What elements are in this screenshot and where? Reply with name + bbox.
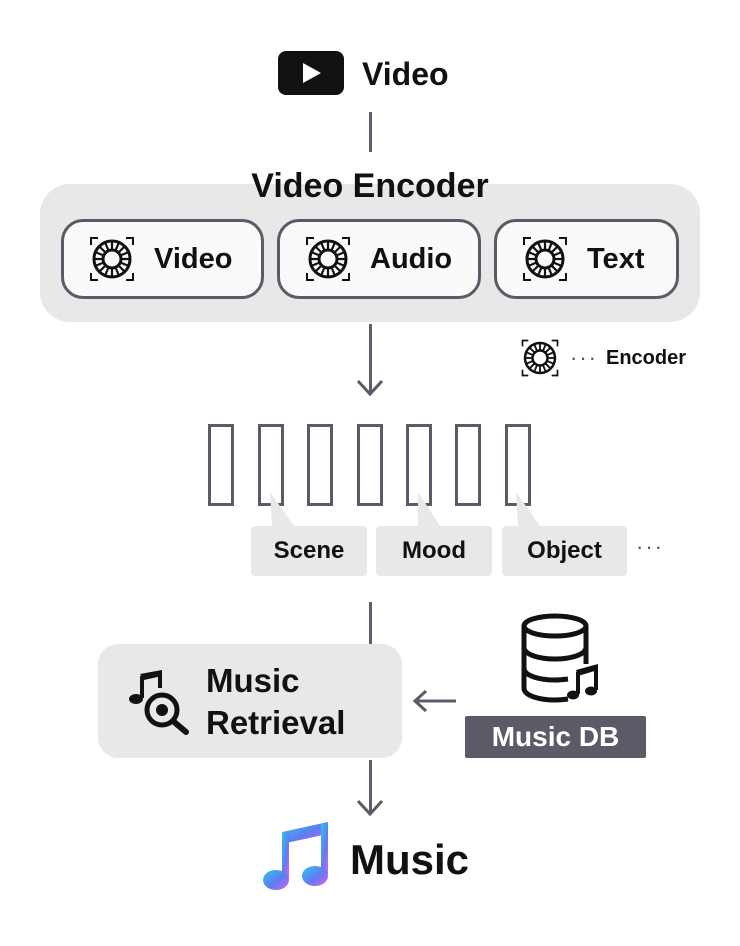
connector-line (369, 324, 372, 392)
legend-dots: ··· (570, 345, 598, 370)
arrow-head (356, 799, 384, 817)
embedding-token (208, 424, 234, 506)
tag-object: Object (502, 526, 627, 576)
database-icon (521, 613, 598, 703)
music-db-label: Music DB (465, 716, 646, 758)
modality-audio: Audio (277, 219, 481, 299)
embedding-token (357, 424, 383, 506)
embedding-token (307, 424, 333, 506)
embedding-token (258, 424, 284, 506)
embedding-token (455, 424, 481, 506)
modality-label: Audio (370, 242, 453, 275)
tag-scene: Scene (251, 526, 367, 576)
encoder-legend: ··· Encoder (520, 338, 686, 378)
music-retrieval-label: Music Retrieval (206, 660, 345, 744)
encoder-gear-icon (88, 235, 136, 283)
encoder-gear-icon (520, 338, 560, 378)
music-search-icon (129, 670, 189, 735)
modality-video: Video (61, 219, 264, 299)
tag-mood: Mood (376, 526, 492, 576)
output-label: Music (350, 836, 470, 883)
connector-line (369, 602, 372, 644)
arrow-left (412, 689, 456, 713)
legend-label: Encoder (605, 346, 687, 369)
tag-pointers (270, 492, 540, 526)
retrieval-line-2: Retrieval (206, 704, 346, 741)
video-encoder-title: Video Encoder (251, 167, 489, 205)
modality-label: Video (154, 242, 233, 275)
modality-text: Text (494, 219, 679, 299)
connector-line (369, 112, 372, 152)
input-label: Video (362, 56, 449, 92)
encoder-gear-icon (304, 235, 352, 283)
encoder-gear-icon (521, 235, 569, 283)
connector-line (369, 760, 372, 812)
arrow-head (356, 379, 384, 397)
play-icon (278, 51, 344, 95)
music-note-icon (263, 822, 328, 890)
retrieval-line-1: Music (206, 662, 300, 699)
tag-more-dots: ··· (636, 534, 664, 559)
modality-label: Text (587, 242, 645, 275)
